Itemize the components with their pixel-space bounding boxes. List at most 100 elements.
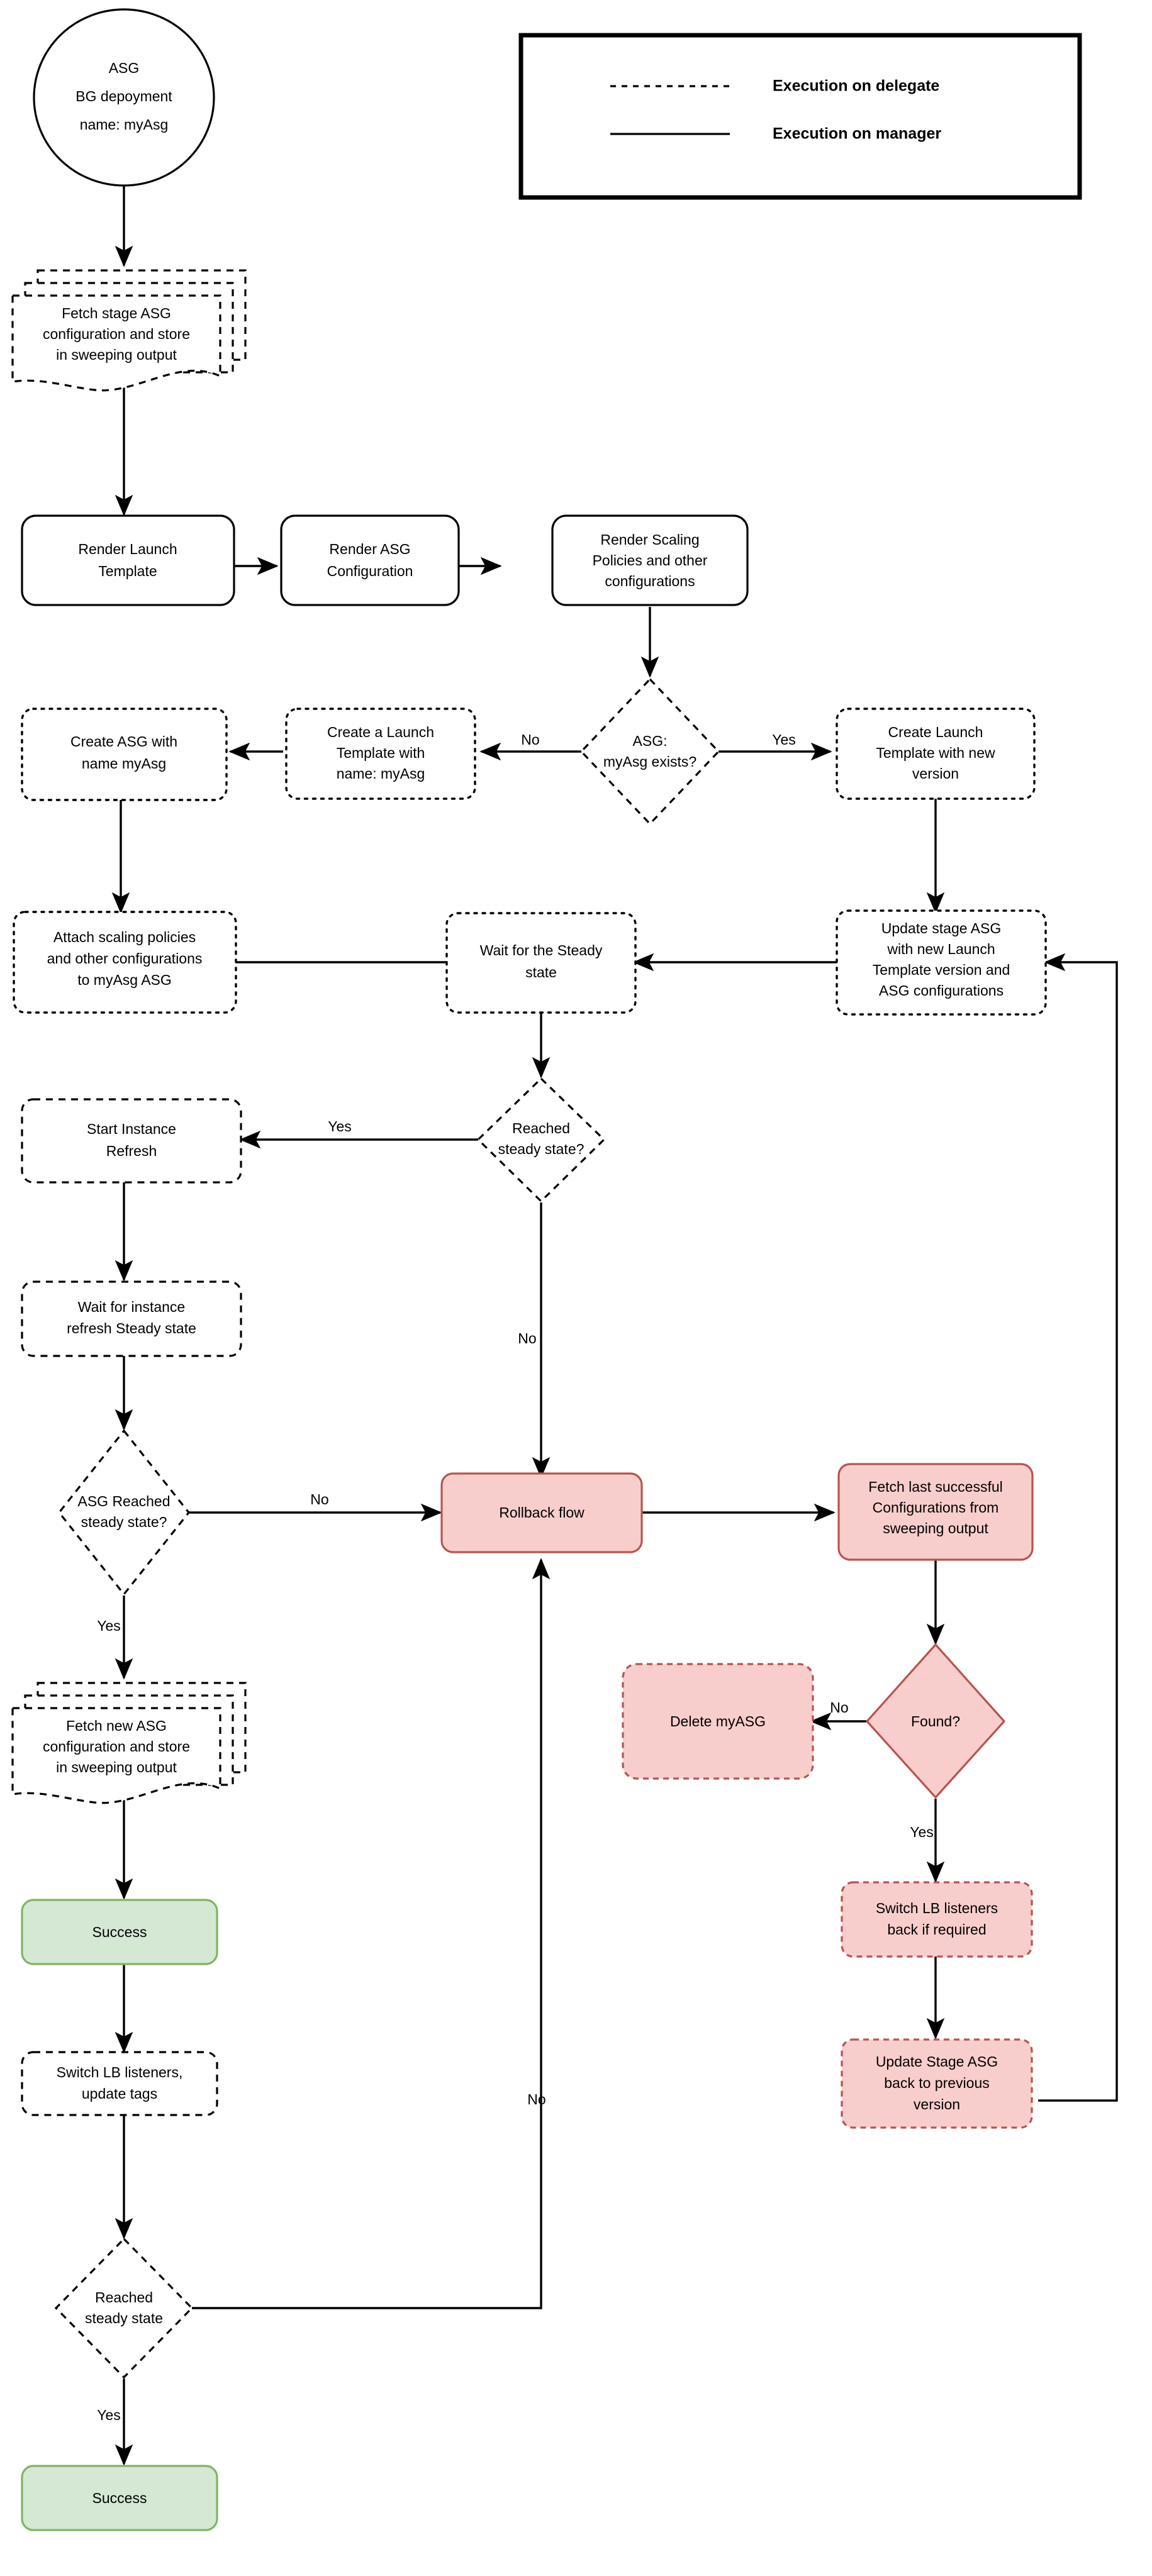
node-rollback-flow[interactable]: Rollback flow [440, 1472, 643, 1553]
create-launch-template-named-box[interactable] [285, 708, 476, 800]
create-asg-named-box[interactable] [21, 708, 228, 801]
wait-instance-refresh-box[interactable] [21, 1280, 242, 1357]
render-scaling-line2: Policies and other [593, 552, 708, 569]
reached-steady-2-line1: Reached [95, 2289, 153, 2306]
node-success-1[interactable]: Success [21, 1899, 218, 1965]
reached-steady-2-line2: steady state [85, 2310, 163, 2326]
node-asg-exists-decision[interactable]: ASG: myAsg exists? [579, 677, 720, 826]
node-create-asg-named[interactable]: Create ASG with name myAsg [21, 708, 228, 801]
create-lt-named-line3: name: myAsg [337, 765, 425, 782]
reached-steady-line1: Reached [512, 1120, 570, 1136]
rollback-flow-box[interactable] [440, 1472, 643, 1553]
fetch-new-asg-doc-front[interactable] [11, 1707, 221, 1804]
start-line3-bold: myAsg [124, 116, 168, 133]
node-update-stage-asg-back[interactable]: Update Stage ASG back to previous versio… [841, 2038, 1033, 2129]
wait-steady-box[interactable] [445, 912, 637, 1014]
edge-label-yes-5: Yes [97, 2407, 121, 2423]
update-stage-asg-line4: ASG configurations [879, 982, 1004, 999]
attach-scaling-prefix: to [77, 972, 94, 988]
render-launch-template-line2: Template [98, 563, 157, 579]
start-line3: name: myAsg [80, 116, 169, 133]
success-2-box[interactable] [21, 2465, 218, 2531]
wait-instance-refresh-line1: Wait for instance [78, 1299, 185, 1315]
node-reached-steady-state-2[interactable]: Reached steady state [54, 2237, 194, 2379]
node-found-decision[interactable]: Found? [866, 1643, 1005, 1799]
create-lt-named-line2: Template with [337, 745, 425, 761]
node-delete-myasg[interactable]: Delete myASG [622, 1663, 814, 1780]
fetch-last-line3: sweeping output [883, 1520, 988, 1536]
node-fetch-new-asg[interactable]: Fetch new ASG configuration and store in… [11, 1682, 247, 1804]
node-create-launch-template-named[interactable]: Create a Launch Template with name: myAs… [285, 708, 476, 800]
legend-delegate-label: Execution on delegate [773, 77, 939, 95]
node-success-2[interactable]: Success [21, 2465, 218, 2531]
edge-update-back-loop [1038, 953, 1118, 2102]
edge-label-no-1: No [521, 731, 539, 748]
update-stage-asg-back-box[interactable] [841, 2038, 1033, 2129]
edge-label-no-3: No [310, 1491, 328, 1507]
node-wait-for-steady-state[interactable]: Wait for the Steady state [445, 912, 637, 1014]
create-launch-template-new-box[interactable] [836, 708, 1036, 800]
asg-exists-bold: myAsg [603, 753, 647, 770]
node-render-asg-configuration[interactable]: Render ASG Configuration [280, 514, 460, 606]
asg-exists-diamond[interactable] [579, 677, 720, 826]
start-instance-refresh-box[interactable] [21, 1098, 242, 1184]
legend: Execution on delegate Execution on manag… [518, 33, 1082, 200]
fetch-new-asg-line1: Fetch new ASG [66, 1718, 167, 1734]
create-lt-named-line1: Create a Launch [327, 724, 434, 740]
node-switch-lb-update-tags[interactable]: Switch LB listeners, update tags [21, 2051, 218, 2116]
reached-steady-2-diamond[interactable] [54, 2237, 194, 2379]
switch-lb-update-tags-box[interactable] [21, 2051, 218, 2116]
update-back-line1: Update Stage ASG [876, 2053, 998, 2070]
render-launch-template-box[interactable] [21, 514, 235, 606]
delete-myasg-box[interactable] [622, 1663, 814, 1780]
node-create-launch-template-new[interactable]: Create Launch Template with new version [836, 708, 1036, 800]
update-stage-asg-box[interactable] [836, 909, 1047, 1016]
node-asg-reached-steady-decision[interactable]: ASG Reached steady state? [57, 1429, 191, 1596]
create-lt-new-line3: version [912, 765, 959, 782]
start-line3-prefix: name: [80, 116, 124, 133]
attach-scaling-box[interactable] [13, 911, 237, 1014]
reached-steady-diamond[interactable] [476, 1077, 606, 1203]
render-launch-template-line1: Render Launch [78, 541, 177, 557]
switch-lb-back-box[interactable] [841, 1881, 1033, 1958]
node-start-instance-refresh[interactable]: Start Instance Refresh [21, 1098, 242, 1184]
node-fetch-last-successful[interactable]: Fetch last successful Configurations fro… [837, 1463, 1034, 1561]
fetch-stage-asg-doc-front[interactable] [11, 294, 221, 392]
success-1-box[interactable] [21, 1899, 218, 1965]
switch-lb-back-line2: back if required [887, 1921, 986, 1938]
asg-reached-steady-line2: steady state? [81, 1514, 167, 1530]
render-scaling-line3: configurations [605, 573, 695, 589]
node-start[interactable]: ASG BG depoyment name: myAsg [33, 8, 215, 187]
start-ellipse[interactable] [33, 8, 215, 187]
node-wait-instance-refresh[interactable]: Wait for instance refresh Steady state [21, 1280, 242, 1357]
asg-reached-steady-diamond[interactable] [57, 1429, 191, 1596]
render-asg-configuration-line1: Render ASG [329, 541, 410, 557]
node-fetch-stage-asg[interactable]: Fetch stage ASG configuration and store … [11, 269, 247, 392]
wait-steady-line1: Wait for the Steady [480, 942, 603, 958]
fetch-last-successful-box[interactable] [837, 1463, 1034, 1561]
node-reached-steady-state-decision[interactable]: Reached steady state? [476, 1077, 606, 1203]
success-2-label: Success [92, 2490, 147, 2506]
render-asg-configuration-box[interactable] [280, 514, 460, 606]
fetch-new-asg-line3: in sweeping output [56, 1759, 177, 1775]
edge-label-yes-2: Yes [328, 1118, 352, 1135]
node-update-stage-asg[interactable]: Update stage ASG with new Launch Templat… [836, 909, 1047, 1016]
wait-instance-refresh-line2: refresh Steady state [67, 1320, 196, 1336]
start-instance-refresh-line1: Start Instance [87, 1121, 176, 1137]
start-instance-refresh-line2: Refresh [106, 1143, 157, 1159]
create-asg-named-line1: Create ASG with [70, 733, 177, 750]
node-render-launch-template[interactable]: Render Launch Template [21, 514, 235, 606]
update-back-line2: back to previous [884, 2075, 989, 2091]
attach-scaling-bold: myAsg [94, 972, 138, 988]
start-line2: BG depoyment [75, 88, 172, 104]
render-scaling-policies-box[interactable] [551, 514, 749, 606]
asg-exists-line2: myAsg exists? [603, 753, 696, 770]
node-render-scaling-policies[interactable]: Render Scaling Policies and other config… [551, 514, 749, 606]
found-diamond[interactable] [866, 1643, 1005, 1799]
node-switch-lb-back[interactable]: Switch LB listeners back if required [841, 1881, 1033, 1958]
attach-scaling-line1: Attach scaling policies [53, 929, 196, 945]
reached-steady-line2: steady state? [498, 1141, 584, 1157]
node-attach-scaling-policies[interactable]: Attach scaling policies and other config… [13, 911, 237, 1014]
edge-label-no-4: No [830, 1699, 848, 1716]
